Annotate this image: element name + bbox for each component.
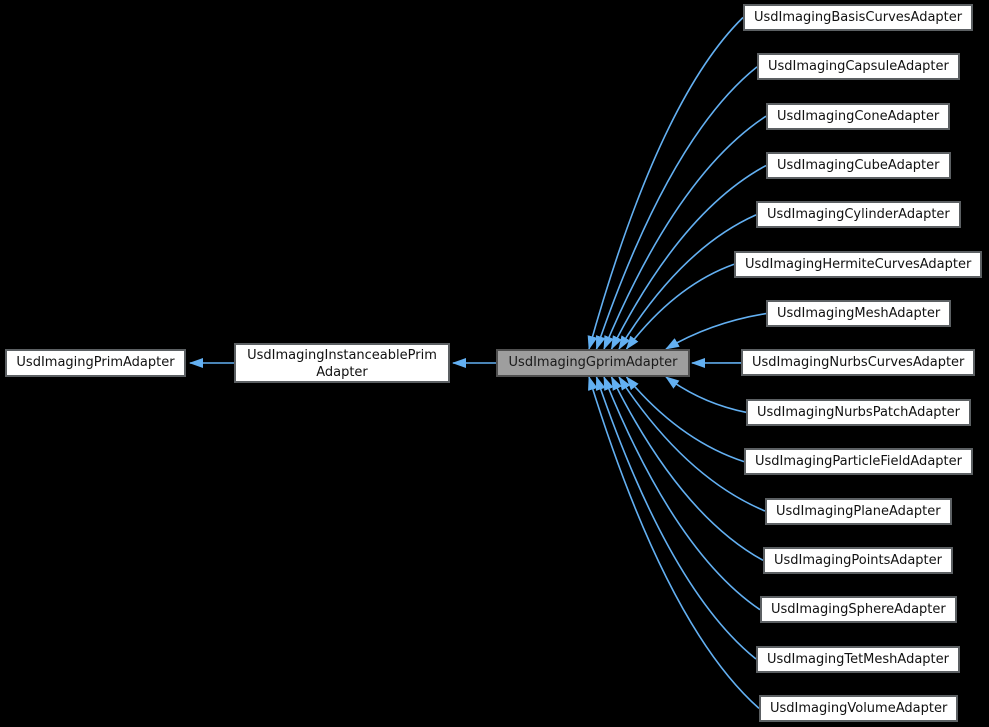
- inheritance-edge: [665, 312, 767, 350]
- class-node-usdimagingprimadapter[interactable]: UsdImagingPrimAdapter: [5, 349, 186, 377]
- inheritance-edge: [603, 376, 761, 611]
- class-node-usdimagingconeadapter[interactable]: UsdImagingConeAdapter: [766, 102, 951, 130]
- inheritance-edge: [625, 263, 735, 350]
- class-node-usdimagingsphereadapter[interactable]: UsdImagingSphereAdapter: [760, 596, 957, 624]
- class-node-usdimagingnurbspatchadapter[interactable]: UsdImagingNurbsPatchAdapter: [746, 398, 971, 426]
- class-node-usdimagingbasiscurvesadapter[interactable]: UsdImagingBasisCurvesAdapter: [743, 4, 974, 31]
- inheritance-edge: [618, 214, 757, 350]
- class-node-usdimagingtetmeshadapter[interactable]: UsdImagingTetMeshAdapter: [756, 645, 960, 673]
- inheritance-edge: [595, 376, 757, 660]
- inheritance-edge: [603, 115, 767, 350]
- class-node-usdimaginghermitecurvesadapter[interactable]: UsdImagingHermiteCurvesAdapter: [734, 250, 983, 278]
- inheritance-edge: [588, 376, 760, 709]
- class-node-usdimagingnurbscurvesadapter[interactable]: UsdImagingNurbsCurvesAdapter: [741, 349, 976, 377]
- inheritance-edge: [587, 16, 744, 350]
- node-label-line2: Adapter: [316, 365, 368, 380]
- inheritance-edge: [595, 66, 758, 350]
- class-node-usdimaginginstanceableprimadapter[interactable]: UsdImagingInstanceablePrim Adapter: [234, 343, 450, 383]
- inheritance-edge: [610, 164, 767, 350]
- class-node-usdimagingparticlefieldadapter[interactable]: UsdImagingParticleFieldAdapter: [744, 448, 973, 476]
- class-node-usdimagingmeshadapter[interactable]: UsdImagingMeshAdapter: [766, 300, 952, 328]
- inheritance-edge: [665, 376, 747, 414]
- inheritance-edge: [625, 376, 745, 463]
- class-node-usdimagingvolumeadapter[interactable]: UsdImagingVolumeAdapter: [759, 694, 959, 722]
- class-node-usdimagingpointsadapter[interactable]: UsdImagingPointsAdapter: [763, 546, 953, 574]
- class-node-usdimagingplaneadapter[interactable]: UsdImagingPlaneAdapter: [765, 497, 952, 525]
- inheritance-edge: [618, 376, 766, 512]
- inheritance-edge: [610, 376, 764, 562]
- class-node-usdimagingcubeadapter[interactable]: UsdImagingCubeAdapter: [766, 152, 951, 180]
- class-node-usdimaginggprimadapter[interactable]: UsdImagingGprimAdapter: [496, 349, 690, 377]
- class-node-usdimagingcapsuleadapter[interactable]: UsdImagingCapsuleAdapter: [757, 53, 960, 81]
- class-node-usdimagingcylinderadapter[interactable]: UsdImagingCylinderAdapter: [756, 201, 961, 229]
- node-label-line1: UsdImagingInstanceablePrim: [247, 348, 437, 363]
